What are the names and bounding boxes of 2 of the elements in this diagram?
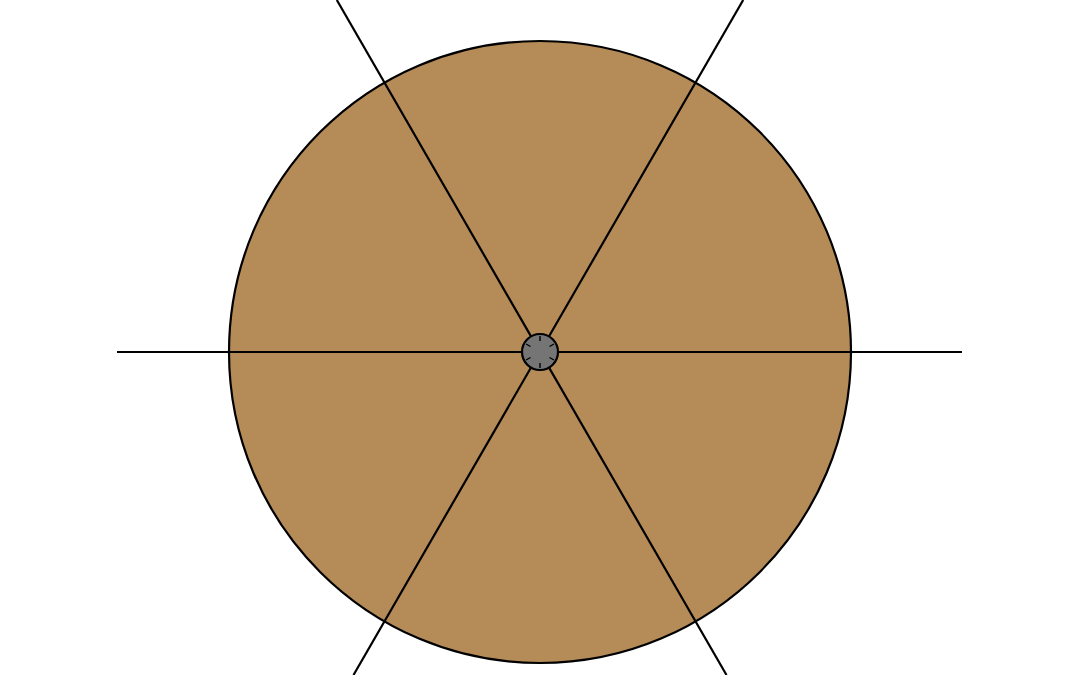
hub-drawing xyxy=(520,332,560,372)
disc-drawing xyxy=(227,39,853,665)
